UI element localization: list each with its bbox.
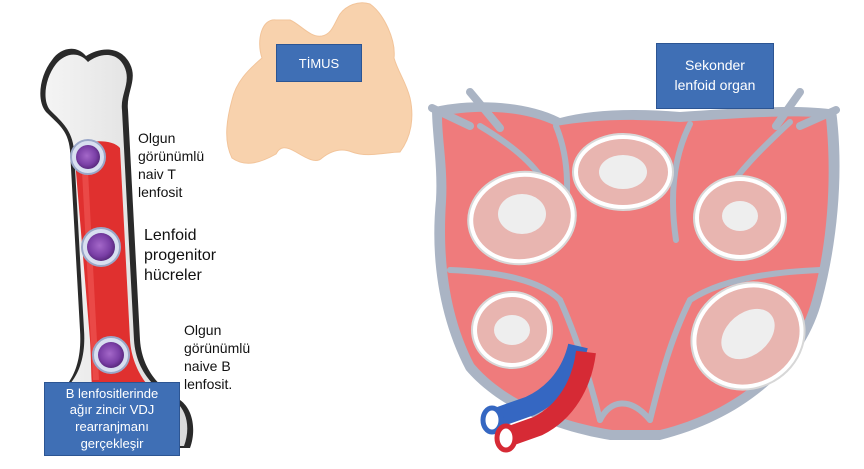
t-lymphocyte-label-line: naiv T bbox=[138, 166, 204, 184]
progenitor-cell bbox=[82, 228, 120, 266]
b-lymphocyte-label-line: naive B bbox=[184, 358, 250, 376]
b-lymphocyte-label-line: görünümlü bbox=[184, 340, 250, 358]
follicle-lower-left bbox=[472, 292, 552, 368]
vdj-note-box: B lenfositlerinde ağır zincir VDJ rearra… bbox=[44, 382, 180, 456]
lymph-organ-label-line: lenfoid organ bbox=[675, 76, 756, 96]
t-lymphocyte-label-line: görünümlü bbox=[138, 148, 204, 166]
lymph-organ-label-box: Sekonder lenfoid organ bbox=[656, 43, 774, 109]
b-lymphocyte-cell bbox=[93, 337, 129, 373]
vdj-note-line: rearranjmanı bbox=[75, 419, 149, 436]
lymph-organ-label-line: Sekonder bbox=[685, 56, 745, 76]
thymus-label-box: TİMUS bbox=[276, 44, 362, 82]
lymph-node bbox=[432, 92, 840, 440]
vdj-note-line: gerçekleşir bbox=[81, 436, 144, 453]
b-lymphocyte-label: Olgun görünümlü naive B lenfosit. bbox=[184, 322, 250, 394]
thymus-shape bbox=[227, 3, 412, 164]
vdj-note-line: B lenfositlerinde bbox=[66, 386, 159, 403]
follicle-top bbox=[573, 134, 673, 210]
t-lymphocyte-label-line: Olgun bbox=[138, 130, 204, 148]
follicle-upper-right bbox=[694, 176, 786, 260]
artery-end bbox=[497, 426, 515, 450]
progenitor-label-line: hücreler bbox=[144, 266, 216, 286]
t-lymphocyte-cell bbox=[71, 140, 105, 174]
thymus-label: TİMUS bbox=[299, 56, 339, 71]
progenitor-label: Lenfoid progenitor hücreler bbox=[144, 226, 216, 286]
b-lymphocyte-label-line: lenfosit. bbox=[184, 376, 250, 394]
t-lymphocyte-label-line: lenfosit bbox=[138, 184, 204, 202]
vdj-note-line: ağır zincir VDJ bbox=[70, 402, 155, 419]
progenitor-label-line: progenitor bbox=[144, 246, 216, 266]
progenitor-label-line: Lenfoid bbox=[144, 226, 216, 246]
b-lymphocyte-label-line: Olgun bbox=[184, 322, 250, 340]
t-lymphocyte-label: Olgun görünümlü naiv T lenfosit bbox=[138, 130, 204, 202]
